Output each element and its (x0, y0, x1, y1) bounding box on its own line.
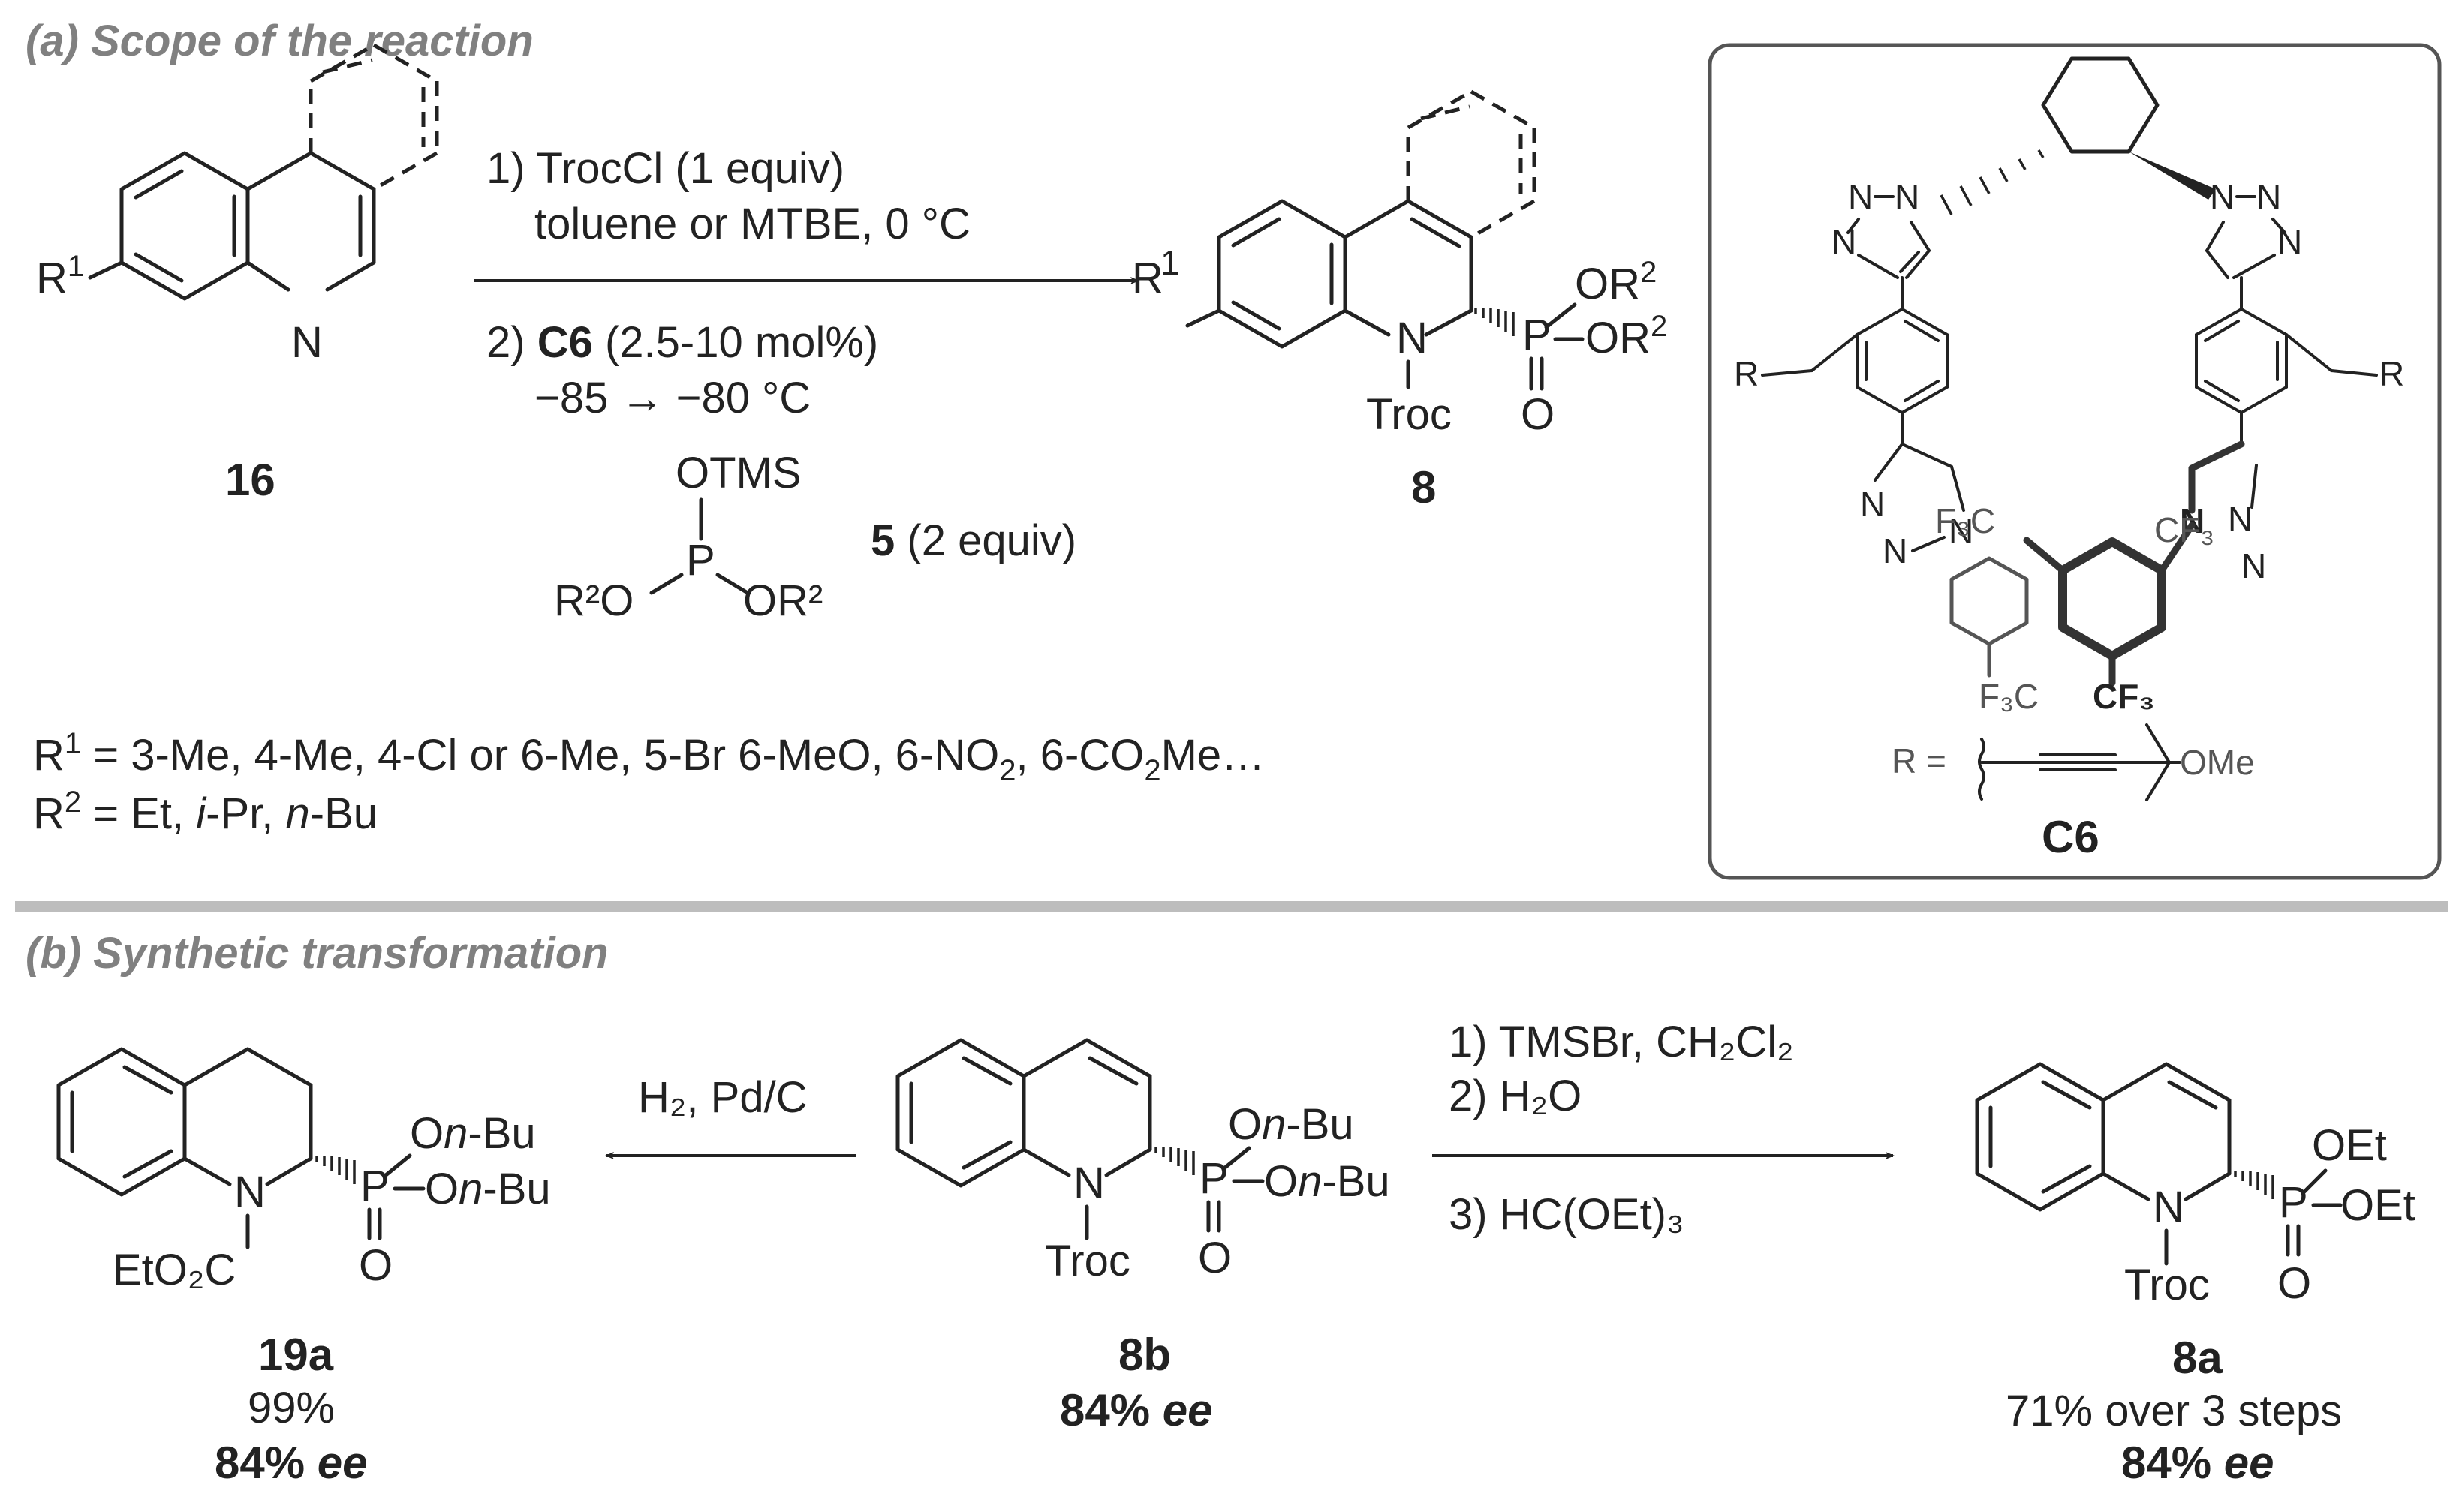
svg-text:On-Bu: On-Bu (410, 1109, 536, 1158)
svg-text:1: 1 (1160, 243, 1180, 282)
condition-right-step3: 3) HC(OEt)₃ (1449, 1190, 1684, 1239)
svg-text:R: R (2379, 354, 2404, 393)
svg-text:OEt: OEt (2340, 1181, 2415, 1230)
product-8-label: 8 (1411, 462, 1436, 513)
condition-step1-line1: 1) TrocCl (1 equiv) (486, 144, 844, 193)
svg-text:On-Bu: On-Bu (1264, 1157, 1390, 1206)
product-8-structure: R 1 N Troc P O OR2 OR2 (1132, 89, 1667, 439)
svg-text:OR²: OR² (743, 576, 823, 625)
svg-text:EtO₂C: EtO₂C (113, 1246, 236, 1294)
svg-text:P: P (2279, 1178, 2308, 1227)
svg-text:N: N (1848, 177, 1873, 216)
catalyst-c6-structure: N N N N N N R R (1734, 56, 2404, 801)
svg-text:Troc: Troc (1045, 1237, 1130, 1285)
compound-8a-label: 8a (2172, 1333, 2223, 1383)
condition-right-step1: 1) TMSBr, CH₂Cl₂ (1449, 1018, 1794, 1066)
phosphite-5-structure: OTMS P R²O OR² (554, 449, 823, 625)
svg-text:R: R (1132, 254, 1163, 302)
condition-step2-temp: −85 → −80 °C (534, 374, 811, 422)
compound-19a-label: 19a (258, 1330, 334, 1380)
compound-19a-yield: 99% (248, 1384, 335, 1432)
section-b-heading: (b) Synthetic transformation (26, 929, 609, 978)
reactant-r1-label: R1 (36, 250, 84, 302)
compound-8a-ee: 84% ee (2121, 1438, 2274, 1488)
svg-text:OEt: OEt (2312, 1121, 2387, 1170)
reactant-16-structure: R1 N (36, 43, 439, 367)
svg-text:O: O (359, 1241, 393, 1290)
svg-text:N: N (1396, 314, 1428, 362)
svg-text:O: O (2277, 1259, 2311, 1308)
svg-text:O: O (1521, 390, 1555, 439)
compound-8b-label: 8b (1118, 1330, 1171, 1380)
svg-text:CF₃: CF₃ (2154, 510, 2214, 549)
svg-text:Troc: Troc (2124, 1261, 2210, 1309)
svg-text:N: N (2228, 500, 2253, 539)
svg-text:N: N (1949, 512, 1973, 551)
svg-text:OR2: OR2 (1585, 310, 1667, 362)
svg-text:R²O: R²O (554, 576, 634, 625)
compound-8a-yield: 71% over 3 steps (2006, 1387, 2342, 1435)
compound-8a-structure: N Troc P O OEt OEt (1975, 1062, 2415, 1309)
reactant-16-label: 16 (225, 455, 275, 505)
svg-text:OR2: OR2 (1575, 256, 1657, 308)
svg-text:R: R (1734, 354, 1759, 393)
svg-text:OMe: OMe (2180, 743, 2255, 782)
compound-19a-structure: N EtO₂C P O On-Bu On-Bu (56, 1047, 551, 1294)
svg-text:N: N (1860, 485, 1885, 524)
svg-text:P: P (360, 1162, 390, 1210)
svg-text:P: P (686, 536, 715, 585)
svg-text:R =: R = (1892, 741, 1946, 780)
catalyst-c6-box (1708, 43, 2442, 880)
condition-step2: 2) C6 (2.5-10 mol%) (486, 318, 878, 367)
svg-text:N: N (1883, 531, 1907, 570)
catalyst-c6-label: C6 (2042, 812, 2099, 862)
hydrogenation-conditions: H₂, Pd/C (638, 1073, 808, 1122)
condition-right-step2: 2) H₂O (1449, 1072, 1582, 1120)
scope-r1-text: R1 = 3-Me, 4-Me, 4-Cl or 6-Me, 5-Br 6-Me… (33, 727, 1265, 787)
compound-8b-structure: N Troc P O On-Bu On-Bu (895, 1038, 1390, 1285)
compound-19a-ee: 84% ee (215, 1438, 368, 1488)
svg-text:On-Bu: On-Bu (1228, 1100, 1354, 1149)
svg-text:O: O (1198, 1234, 1232, 1282)
svg-text:N: N (2210, 177, 2235, 216)
svg-text:N: N (2241, 546, 2266, 585)
scope-r2-text: R2 = Et, i-Pr, n-Bu (33, 786, 378, 838)
svg-text:N: N (1895, 177, 1919, 216)
svg-text:P: P (1522, 311, 1552, 359)
svg-text:N: N (2256, 177, 2281, 216)
svg-text:OTMS: OTMS (676, 449, 802, 497)
phosphite-5-label: 5 (2 equiv) (871, 516, 1076, 565)
svg-text:CF₃: CF₃ (2093, 677, 2155, 716)
svg-text:Troc: Troc (1366, 390, 1452, 439)
reactant-n-atom: N (291, 318, 323, 367)
svg-text:F₃C: F₃C (1979, 677, 2039, 716)
svg-text:P: P (1199, 1154, 1229, 1203)
svg-text:F₃C: F₃C (1935, 501, 1995, 540)
svg-text:On-Bu: On-Bu (425, 1165, 551, 1213)
condition-step1-line2: toluene or MTBE, 0 °C (534, 200, 971, 248)
svg-text:N: N (234, 1168, 266, 1216)
compound-8b-ee: 84% ee (1060, 1385, 1213, 1435)
svg-text:N: N (1073, 1159, 1105, 1207)
svg-text:N: N (2153, 1183, 2184, 1231)
section-a-heading: (a) Scope of the reaction (26, 17, 534, 65)
